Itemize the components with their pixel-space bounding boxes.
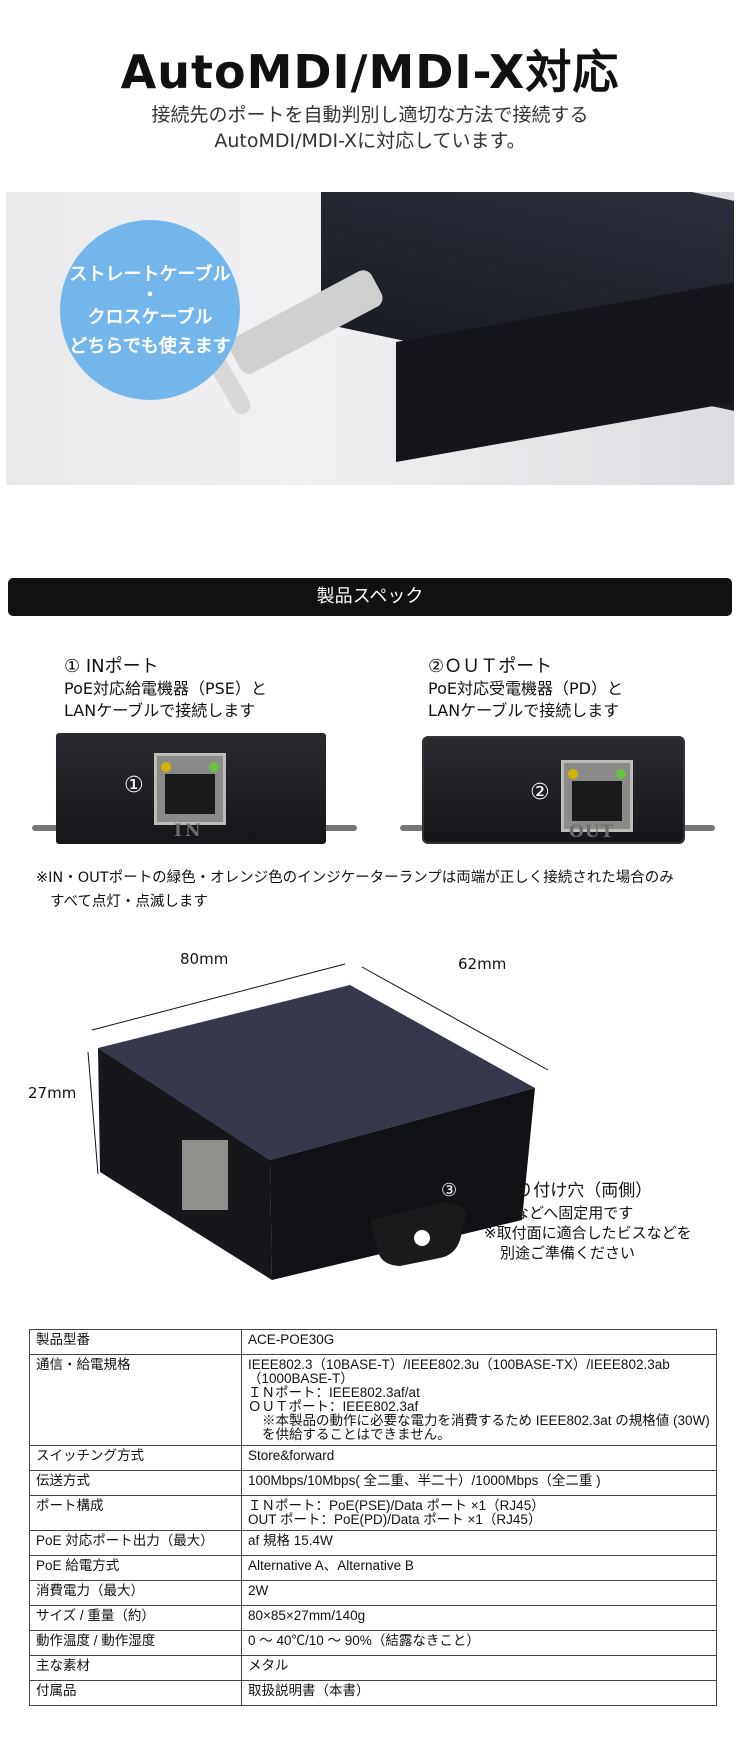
dim-line-width — [91, 963, 346, 1031]
table-row: PoE 対応ポート出力（最大） af 規格 15.4W — [29, 1530, 717, 1556]
spec-value: Alternative A、Alternative B — [241, 1555, 717, 1581]
spec-value: Store&forward — [241, 1445, 717, 1471]
dimension-photo — [87, 963, 549, 1280]
desc-line: LANケーブルで接続します — [428, 701, 620, 720]
table-row: 製品型番 ACE-POE30G — [29, 1329, 717, 1355]
desc-line: ※取付面に適合したビスなどを — [484, 1224, 692, 1242]
spec-label: 伝送方式 — [29, 1470, 242, 1496]
badge-line: ・ — [141, 284, 159, 306]
desc-line: LANケーブルで接続します — [64, 701, 256, 720]
page-title: AutoMDI/MDI-X対応 — [120, 45, 620, 99]
indicator-note: すべて点灯・点滅します — [50, 894, 208, 910]
spec-value: 2W — [241, 1580, 717, 1606]
spec-value-line: 0 ～ 40℃/10 ～ 90%（結露なきこと） — [248, 1633, 480, 1648]
dim-height: 27mm — [28, 1084, 77, 1102]
device-top — [98, 985, 535, 1160]
mount-hole — [414, 1230, 430, 1246]
rj45-port — [154, 753, 226, 825]
spec-value: 80×85×27mm/140g — [241, 1605, 717, 1631]
spec-value: af 規格 15.4W — [241, 1530, 717, 1556]
out-port-title: ②ＯＵＴポート — [428, 656, 553, 677]
hole-title: ③取り付け穴（両側） — [484, 1181, 653, 1201]
spec-value-line: IEEE802.3（10BASE-T）/IEEE802.3u（100BASE-T… — [248, 1357, 670, 1386]
cable-compat-badge: ストレートケーブル ・ クロスケーブル どちらでも使えます — [60, 220, 240, 400]
spec-value: 0 ～ 40℃/10 ～ 90%（結露なきこと） — [241, 1630, 717, 1656]
indicator-note: ※IN・OUTポートの緑色・オレンジ色のインジケーターランプは両端が正しく接続さ… — [36, 870, 674, 886]
dim-depth: 62mm — [458, 955, 507, 973]
table-row: 伝送方式 100Mbps/10Mbps( 全二重、半二十）/1000Mbps（全二… — [29, 1470, 717, 1496]
spec-value-line: ※本製品の動作に必要な電力を消費するため IEEE802.3at の規格値 (3… — [262, 1413, 710, 1442]
table-row: 付属品取扱説明書（本書） — [29, 1680, 717, 1706]
spec-value: 取扱説明書（本書） — [241, 1680, 717, 1706]
hole-marker: ③ — [441, 1180, 458, 1201]
section-header: 製品スペック — [8, 578, 732, 616]
spec-value-line: OUT ポート：PoE(PD)/Data ポート ×1（RJ45） — [248, 1512, 542, 1527]
panel-label: IN — [174, 821, 204, 841]
spec-label: サイズ / 重量（約） — [29, 1605, 242, 1631]
subtitle-line: 接続先のポートを自動判別し適切な方法で接続する — [151, 104, 589, 126]
spec-value-line: メタル — [248, 1658, 289, 1673]
dim-width: 80mm — [180, 950, 229, 968]
table-row: 消費電力（最大） 2W — [29, 1580, 717, 1606]
subtitle-line: AutoMDI/MDI-Xに対応しています。 — [214, 130, 526, 152]
desc-line: PoE対応給電機器（PSE）と — [64, 679, 267, 698]
table-row: 主な素材メタル — [29, 1655, 717, 1681]
in-port-panel-photo: ① IN — [56, 733, 326, 843]
spec-value: IEEE802.3（10BASE-T）/IEEE802.3u（100BASE-T… — [241, 1354, 717, 1446]
spec-label: 消費電力（最大） — [29, 1580, 242, 1606]
in-port-title: ① INポート — [64, 656, 159, 677]
table-row: スイッチング方式 Store&forward — [29, 1445, 717, 1471]
spec-value: ＩＮポート：PoE(PSE)/Data ポート ×1（RJ45）OUT ポート：… — [241, 1495, 717, 1531]
table-row: 動作温度 / 動作湿度 0 ～ 40℃/10 ～ 90%（結露なきこと） — [29, 1630, 717, 1656]
port-marker: ② — [530, 780, 550, 805]
spec-label: 付属品 — [29, 1680, 242, 1706]
spec-value-line: 100Mbps/10Mbps( 全二重、半二十）/1000Mbps（全二重 ) — [248, 1473, 601, 1488]
spec-label: ポート構成 — [29, 1495, 242, 1531]
rj45-port — [561, 760, 633, 832]
dim-line-depth — [361, 966, 549, 1071]
table-row: PoE 給電方式 Alternative A、Alternative B — [29, 1555, 717, 1581]
spec-value-line: Alternative A、Alternative B — [248, 1558, 414, 1573]
hole-desc: 壁面などへ固定用です ※取付面に適合したビスなどを 別途ご準備ください — [484, 1203, 692, 1263]
dim-line-height — [87, 1051, 99, 1175]
spec-value: メタル — [241, 1655, 717, 1681]
badge-line: どちらでも使えます — [69, 335, 231, 357]
table-row: サイズ / 重量（約） 80×85×27mm/140g — [29, 1605, 717, 1631]
panel-label: OUT — [569, 822, 615, 842]
badge-line: ストレートケーブル — [69, 263, 231, 285]
out-port-panel-photo: ② OUT — [422, 736, 685, 844]
desc-line: PoE対応受電機器（PD）と — [428, 679, 623, 698]
spec-value-line: Store&forward — [248, 1448, 335, 1463]
desc-line: 壁面などへ固定用です — [484, 1204, 634, 1222]
spec-value-line: 2W — [248, 1583, 269, 1598]
in-port-desc: PoE対応給電機器（PSE）と LANケーブルで接続します — [64, 678, 267, 722]
spec-value-line: ACE-POE30G — [248, 1332, 335, 1347]
spec-label: PoE 給電方式 — [29, 1555, 242, 1581]
spec-value-line: af 規格 15.4W — [248, 1533, 333, 1548]
spec-value-line: ＩＮポート：IEEE802.3af/at — [248, 1385, 420, 1400]
spec-value-line: ＯＵＴポート：IEEE802.3af — [248, 1399, 419, 1414]
spec-value: 100Mbps/10Mbps( 全二重、半二十）/1000Mbps（全二重 ) — [241, 1470, 717, 1496]
spec-value-line: 80×85×27mm/140g — [248, 1608, 366, 1623]
spec-value-line: ＩＮポート：PoE(PSE)/Data ポート ×1（RJ45） — [248, 1498, 545, 1513]
spec-value: ACE-POE30G — [241, 1329, 717, 1355]
rj45-port — [182, 1140, 228, 1210]
out-port-desc: PoE対応受電機器（PD）と LANケーブルで接続します — [428, 678, 623, 722]
spec-label: 製品型番 — [29, 1329, 242, 1355]
spec-label: 主な素材 — [29, 1655, 242, 1681]
port-marker: ① — [124, 773, 144, 798]
spec-label: 通信・給電規格 — [29, 1354, 242, 1446]
spec-label: PoE 対応ポート出力（最大） — [29, 1530, 242, 1556]
badge-line: クロスケーブル — [87, 306, 213, 328]
spec-label: 動作温度 / 動作湿度 — [29, 1630, 242, 1656]
spec-label: スイッチング方式 — [29, 1445, 242, 1471]
spec-value-line: 取扱説明書（本書） — [248, 1683, 370, 1698]
desc-line: 別途ご準備ください — [500, 1244, 636, 1262]
device-side — [270, 1088, 535, 1280]
